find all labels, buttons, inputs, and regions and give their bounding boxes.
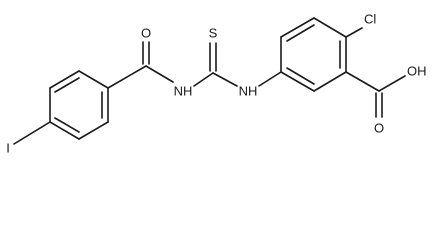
n-aryl-bond	[258, 71, 282, 87]
ring-b-bond	[280, 71, 315, 92]
atom-nh-amide: NH	[174, 84, 193, 99]
ring-b-bond	[313, 71, 347, 92]
aryl-carbonyl-bond	[107, 65, 147, 89]
acid-c-oh-bond	[378, 75, 406, 92]
atom-nh-aryl: NH	[239, 84, 258, 99]
atom-s-thio: S	[209, 26, 218, 41]
bonds	[13, 17, 406, 145]
atom-iodine: I	[6, 141, 10, 156]
thio-cn-bond	[212, 72, 238, 87]
atom-oh-acid: OH	[407, 64, 427, 79]
atom-cl: Cl	[364, 12, 376, 27]
c-i-bond	[13, 121, 51, 145]
ring-a-bond	[49, 70, 80, 89]
ring-a-bond	[49, 121, 80, 140]
atom-labels: O NH S NH Cl OH O I	[6, 12, 426, 156]
ring-b-bond	[280, 17, 315, 38]
ring-a-bond	[54, 117, 80, 133]
aryl-carboxyl-bond	[345, 71, 380, 92]
chemical-structure: O NH S NH Cl OH O I	[6, 12, 426, 156]
ring-b-bond	[313, 17, 347, 38]
amide-cn-bond	[145, 65, 174, 83]
c-cl-bond	[345, 27, 363, 38]
atom-o-amide: O	[141, 26, 151, 41]
ring-b-bond	[286, 67, 315, 85]
ring-a-bond	[54, 77, 80, 93]
ring-a-bond	[78, 70, 109, 89]
thio-cn-bond	[193, 72, 214, 87]
atom-o-acid: O	[374, 121, 384, 136]
ring-a-bond	[78, 121, 109, 140]
ring-b-bond	[286, 24, 315, 42]
